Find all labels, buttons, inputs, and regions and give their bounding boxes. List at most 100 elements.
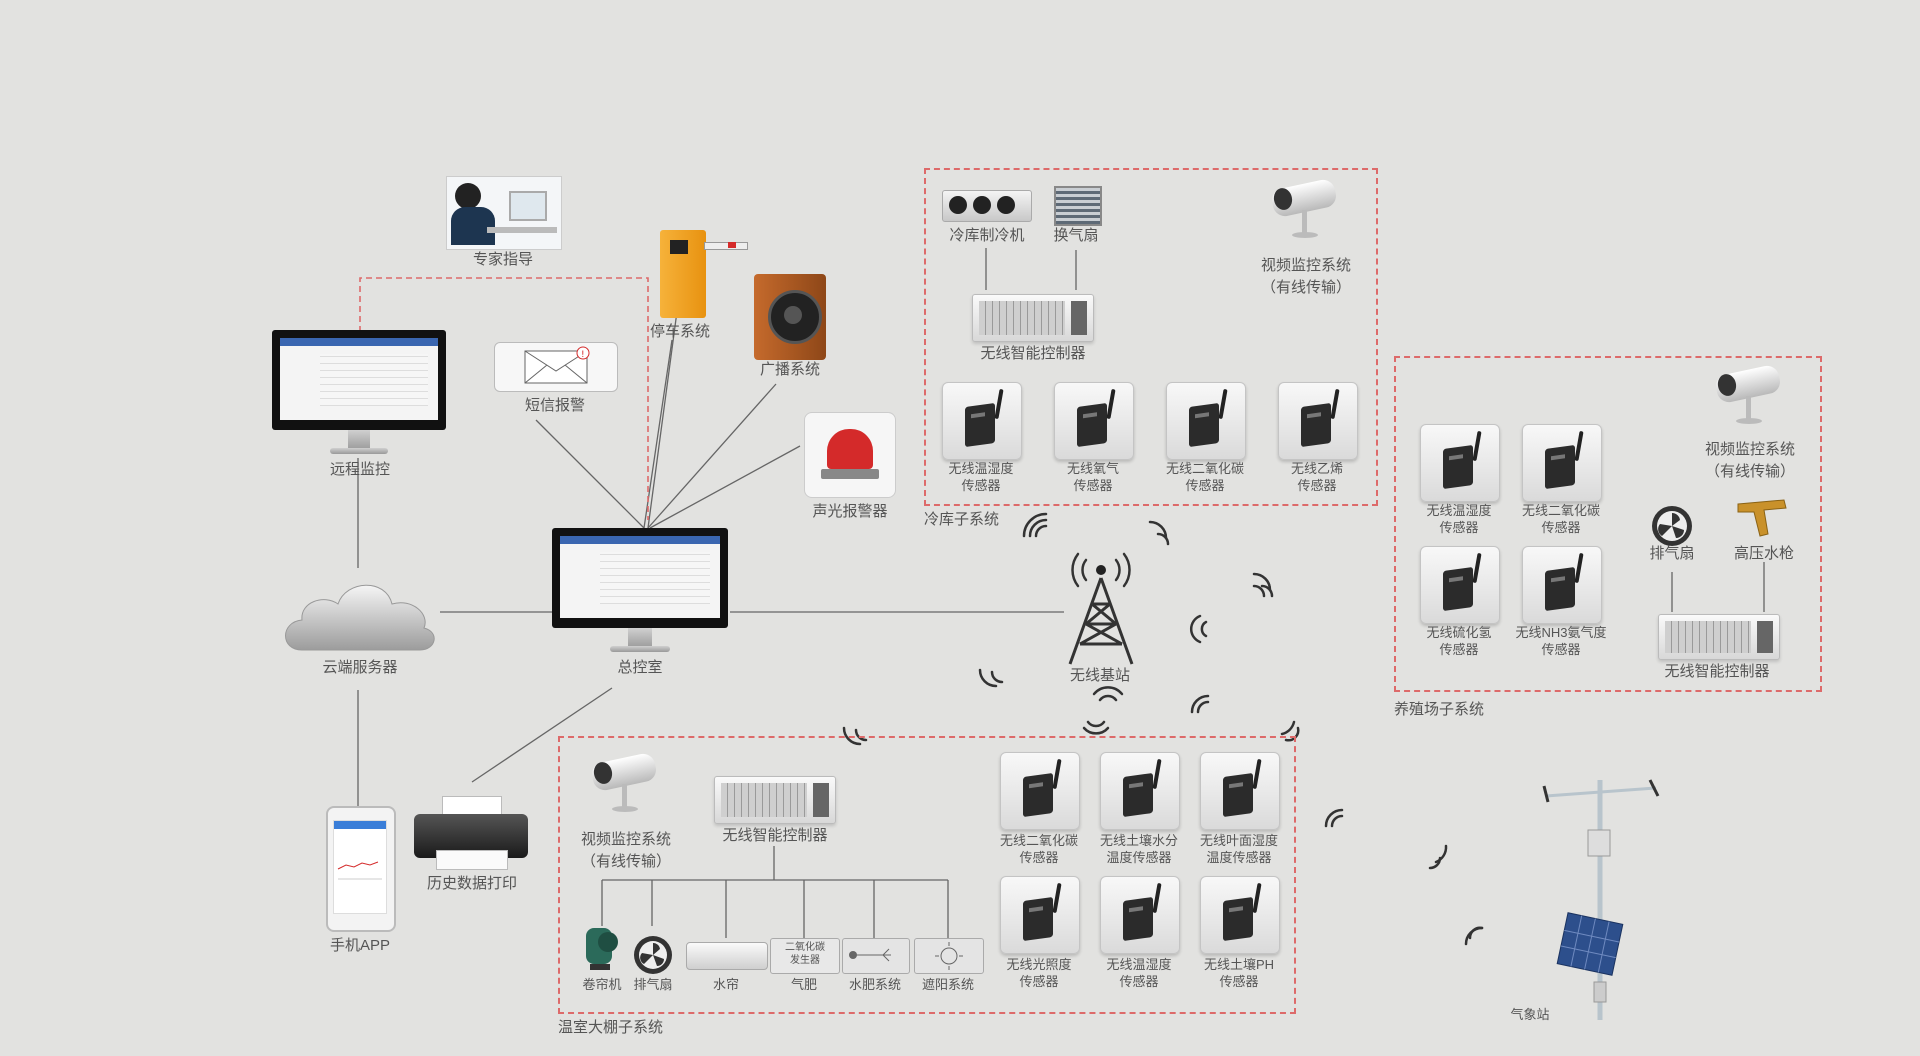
fertigation-system[interactable] xyxy=(842,938,910,974)
cold-sensor-label: 传感器 xyxy=(1073,478,1113,493)
farm-sensor-label: 传感器 xyxy=(1439,520,1479,535)
svg-text:!: ! xyxy=(581,350,585,360)
mobile-phone[interactable] xyxy=(326,806,396,932)
parking-barrier[interactable] xyxy=(660,230,748,318)
antenna-tower-icon xyxy=(1068,552,1134,665)
cold-storage-title: 冷库子系统 xyxy=(924,511,1000,528)
farm-sensor-label: 无线温湿度 xyxy=(1426,503,1492,518)
greenhouse-sensor-label: 温度传感器 xyxy=(1206,850,1272,865)
cloud-label: 云端服务器 xyxy=(322,659,398,676)
refrigerator-unit[interactable] xyxy=(942,190,1032,222)
broadcast-label: 广播系统 xyxy=(759,361,820,378)
ventilation-fan[interactable] xyxy=(1054,186,1102,226)
co2-generator-label-2: 发生器 xyxy=(790,955,820,966)
printer-label: 历史数据打印 xyxy=(426,875,517,892)
weather-label: 气象站 xyxy=(1510,1007,1550,1022)
control-room-monitor[interactable] xyxy=(552,528,728,628)
chart-thumbnail-icon xyxy=(337,861,382,880)
greenhouse-device-label: 遮阳系统 xyxy=(921,977,974,992)
base-station-label: 无线基站 xyxy=(1069,667,1130,684)
farm-exhaust-label: 排气扇 xyxy=(1649,545,1695,562)
sound-light-alarm[interactable] xyxy=(804,412,896,498)
speaker[interactable] xyxy=(754,274,826,360)
alarm-label: 声光报警器 xyxy=(812,503,888,520)
sprinkler-icon xyxy=(849,948,891,962)
shading-system[interactable] xyxy=(914,938,984,974)
greenhouse-video-label-1: 视频监控系统 xyxy=(580,831,671,848)
fan-label: 换气扇 xyxy=(1053,227,1099,244)
farm-video-label-1: 视频监控系统 xyxy=(1704,441,1795,458)
cold-sensor-label: 无线氧气 xyxy=(1066,461,1119,476)
farm-sensor-co2[interactable] xyxy=(1522,424,1602,502)
greenhouse-sensor-label: 无线土壤水分 xyxy=(1099,833,1178,848)
cold-wireless-controller[interactable] xyxy=(972,294,1094,342)
control-room-stand xyxy=(628,628,652,648)
farm-subsystem-frame xyxy=(1394,356,1822,692)
cold-sensor-label: 无线二氧化碳 xyxy=(1165,461,1244,476)
farm-sensor-temp-humidity[interactable] xyxy=(1420,424,1500,502)
farm-video-camera[interactable] xyxy=(1713,363,1786,430)
greenhouse-sensor-co2[interactable] xyxy=(1000,752,1080,830)
greenhouse-sensor-temp-humidity[interactable] xyxy=(1100,876,1180,954)
printer[interactable] xyxy=(414,796,528,870)
cold-video-label-2: （有线传输） xyxy=(1260,279,1351,296)
farm-sensor-label: 传感器 xyxy=(1541,642,1581,657)
greenhouse-sensor-label: 无线土壤PH xyxy=(1203,957,1275,972)
greenhouse-sensor-illuminance[interactable] xyxy=(1000,876,1080,954)
greenhouse-sensor-label: 无线二氧化碳 xyxy=(999,833,1078,848)
farm-sensor-label: 传感器 xyxy=(1541,520,1581,535)
farm-sensor-h2s[interactable] xyxy=(1420,546,1500,624)
greenhouse-sensor-label: 温度传感器 xyxy=(1106,850,1172,865)
control-room-base xyxy=(610,646,670,652)
water-curtain-device[interactable] xyxy=(686,942,768,970)
cold-sensor-co2[interactable] xyxy=(1166,382,1246,460)
water-gun-icon[interactable] xyxy=(1734,494,1790,544)
cloud-icon xyxy=(285,584,435,651)
greenhouse-sensor-leaf-wetness[interactable] xyxy=(1200,752,1280,830)
expert-illustration xyxy=(446,176,562,250)
greenhouse-video-label-2: （有线传输） xyxy=(580,853,671,870)
farm-wireless-controller[interactable] xyxy=(1658,614,1780,660)
sms-device[interactable]: ! xyxy=(494,342,618,392)
weather-station-icon[interactable] xyxy=(1530,770,1670,1030)
cold-video-label-1: 视频监控系统 xyxy=(1260,257,1351,274)
cold-sensor-label: 传感器 xyxy=(961,478,1001,493)
farm-sensor-label: 无线二氧化碳 xyxy=(1521,503,1600,518)
greenhouse-sensor-label: 传感器 xyxy=(1019,974,1059,989)
greenhouse-video-camera[interactable] xyxy=(589,751,662,818)
greenhouse-device-label: 水帘 xyxy=(712,977,739,992)
co2-generator[interactable]: 二氧化碳 发生器 xyxy=(770,938,840,974)
water-gun-label: 高压水枪 xyxy=(1733,545,1794,562)
greenhouse-device-label: 气肥 xyxy=(790,977,817,992)
sun-icon xyxy=(935,942,963,970)
roller-motor-icon[interactable] xyxy=(580,920,624,972)
greenhouse-sensor-soil-moisture[interactable] xyxy=(1100,752,1180,830)
greenhouse-sensor-label: 无线叶面湿度 xyxy=(1199,833,1278,848)
greenhouse-sensor-label: 无线光照度 xyxy=(1006,957,1072,972)
cold-sensor-ethylene[interactable] xyxy=(1278,382,1358,460)
cold-storage-subsystem-frame xyxy=(924,168,1378,506)
greenhouse-sensor-soil-ph[interactable] xyxy=(1200,876,1280,954)
farm-sensor-label: 传感器 xyxy=(1439,642,1479,657)
greenhouse-sensor-label: 传感器 xyxy=(1019,850,1059,865)
greenhouse-device-label: 卷帘机 xyxy=(582,977,622,992)
cold-sensor-temp-humidity[interactable] xyxy=(942,382,1022,460)
greenhouse-wireless-controller[interactable] xyxy=(714,776,836,824)
farm-title: 养殖场子系统 xyxy=(1394,701,1485,718)
cold-sensor-label: 无线温湿度 xyxy=(948,461,1014,476)
cold-video-camera[interactable] xyxy=(1269,177,1342,244)
greenhouse-device-label: 排气扇 xyxy=(633,977,673,992)
sms-label: 短信报警 xyxy=(524,397,585,414)
remote-monitor[interactable] xyxy=(272,330,446,430)
greenhouse-sensor-label: 传感器 xyxy=(1219,974,1259,989)
cold-sensor-oxygen[interactable] xyxy=(1054,382,1134,460)
greenhouse-subsystem-frame xyxy=(558,736,1296,1014)
farm-sensor-nh3[interactable] xyxy=(1522,546,1602,624)
farm-sensor-label: 无线硫化氢 xyxy=(1426,625,1492,640)
farm-exhaust-fan-icon[interactable] xyxy=(1650,504,1694,548)
greenhouse-exhaust-fan-icon[interactable] xyxy=(632,934,674,976)
farm-sensor-label: 无线NH3氨气度 xyxy=(1515,625,1607,640)
greenhouse-controller-label: 无线智能控制器 xyxy=(722,827,828,844)
cold-controller-label: 无线智能控制器 xyxy=(980,345,1086,362)
remote-label: 远程监控 xyxy=(329,461,390,478)
